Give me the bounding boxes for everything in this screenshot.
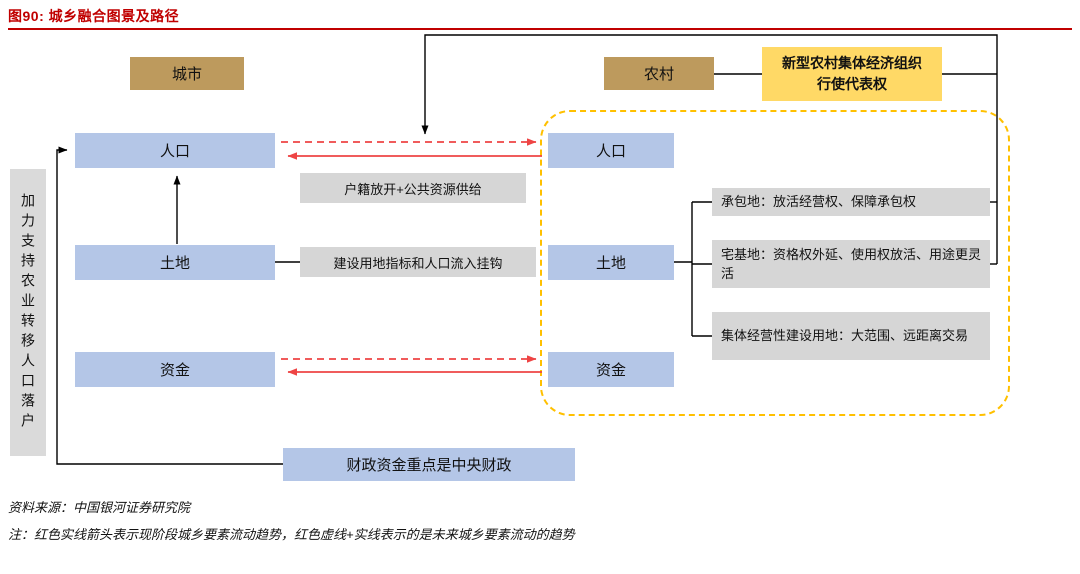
title-divider	[8, 28, 1072, 30]
rural-land-policy-contract: 承包地：放活经营权、保障承包权	[712, 188, 990, 216]
rural-land-box: 土地	[548, 245, 674, 280]
fiscal-box: 财政资金重点是中央财政	[283, 448, 575, 481]
left-support-panel: 加力支持农业转移人口落户	[10, 169, 46, 456]
fiscal-to-population-arrow	[56, 146, 283, 465]
city-land-policy-box: 建设用地指标和人口流入挂钩	[300, 247, 536, 277]
source-note: 资料来源：中国银河证券研究院	[8, 500, 191, 515]
city-population-box: 人口	[75, 133, 275, 168]
rural-capital-box: 资金	[548, 352, 674, 387]
rural-land-policy-collective: 集体经营性建设用地：大范围、远距离交易	[712, 312, 990, 360]
rural-land-policy-homestead: 宅基地：资格权外延、使用权放活、用途更灵活	[712, 240, 990, 288]
rural-population-box: 人口	[548, 133, 674, 168]
rural-header: 农村	[604, 57, 714, 90]
rural-org-box: 新型农村集体经济组织行使代表权	[762, 47, 942, 101]
city-capital-box: 资金	[75, 352, 275, 387]
city-header: 城市	[130, 57, 244, 90]
city-land-box: 土地	[75, 245, 275, 280]
figure-title: 图90: 城乡融合图景及路径	[8, 8, 180, 24]
footnote: 注：红色实线箭头表示现阶段城乡要素流动趋势，红色虚线+实线表示的是未来城乡要素流…	[8, 527, 575, 542]
city-population-policy-box: 户籍放开+公共资源供给	[300, 173, 526, 203]
